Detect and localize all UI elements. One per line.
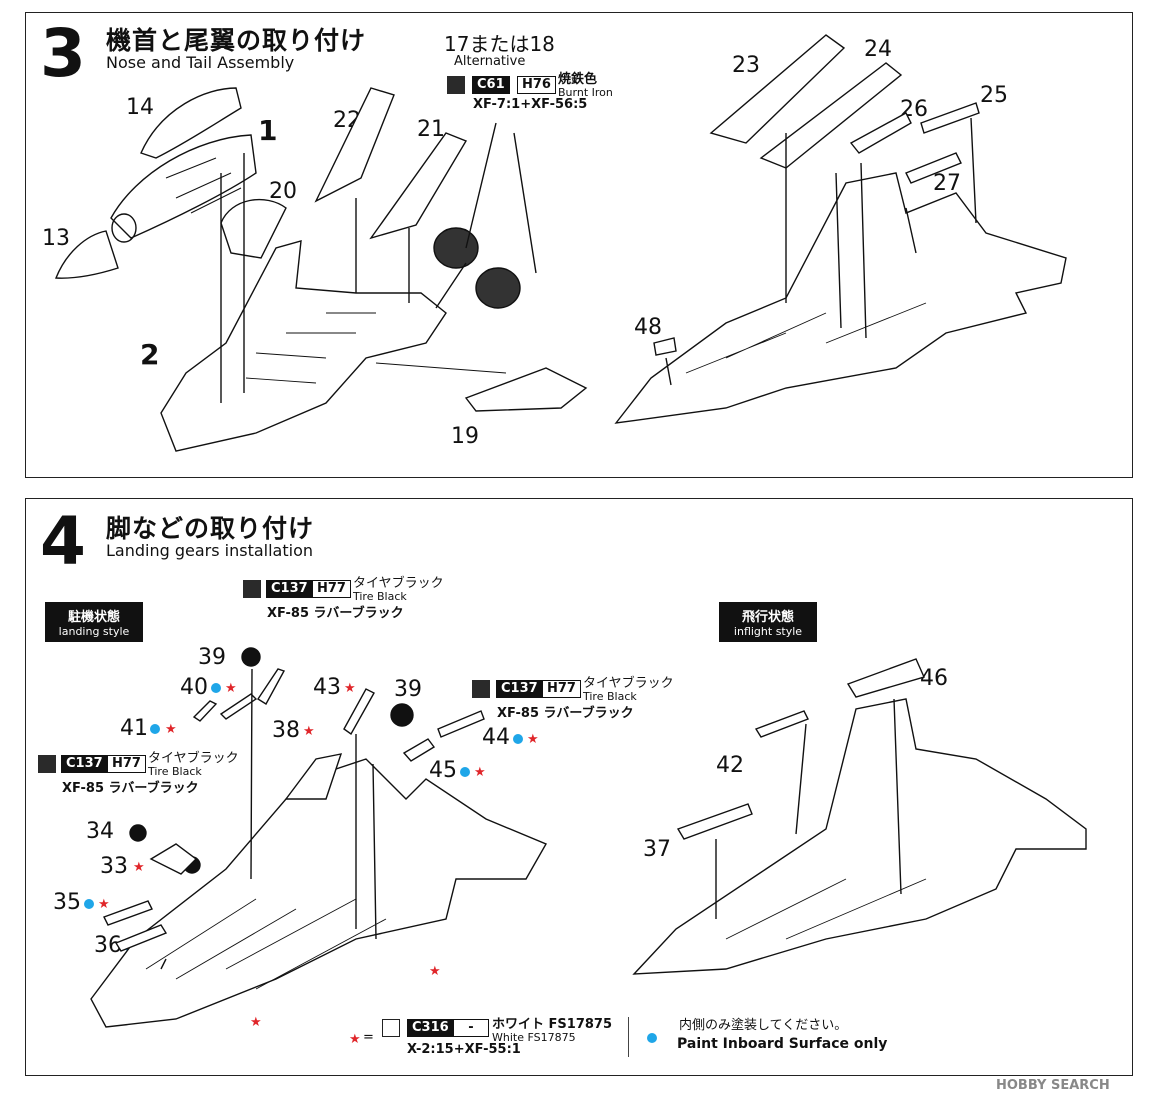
white-swatch — [382, 1019, 400, 1037]
white-star: ★ — [344, 681, 356, 696]
part-1: 1 — [258, 114, 278, 147]
part-45: 45 — [429, 758, 457, 783]
part-2: 2 — [140, 338, 160, 371]
part-34: 34 — [86, 819, 114, 844]
part-19: 19 — [451, 424, 479, 449]
landing-style-label: 駐機状態 landing style — [45, 602, 143, 642]
part-44: 44 — [482, 725, 510, 750]
paint-name-jp: 焼鉄色 — [558, 72, 598, 87]
part-21: 21 — [417, 117, 445, 142]
tire-c-code: C137 — [266, 580, 313, 598]
legend-star: ★ — [349, 1032, 361, 1047]
tire-name-en: Tire Black — [583, 690, 637, 703]
tire-swatch — [472, 680, 490, 698]
part-40: 40 — [180, 675, 208, 700]
part-25: 25 — [980, 83, 1008, 108]
inboard-dot — [84, 899, 94, 909]
alt-label: Alternative — [454, 54, 526, 69]
part-24: 24 — [864, 37, 892, 62]
part-38: 38 — [272, 718, 300, 743]
white-star: ★ — [429, 964, 441, 979]
white-star: ★ — [225, 681, 237, 696]
white-star: ★ — [250, 1015, 262, 1030]
white-star: ★ — [98, 897, 110, 912]
part-41: 41 — [120, 716, 148, 741]
paint-mix: XF-7:1+XF-56:5 — [473, 97, 588, 112]
inboard-note-jp: 内側のみ塗装してください。 — [679, 1018, 848, 1033]
inboard-dot — [211, 683, 221, 693]
white-mix: X-2:15+XF-55:1 — [407, 1042, 521, 1057]
part-48: 48 — [634, 315, 662, 340]
step3-panel: 3 機首と尾翼の取り付け Nose and Tail Assembly 17また… — [25, 12, 1133, 478]
inboard-dot — [460, 767, 470, 777]
part-35: 35 — [53, 890, 81, 915]
part-13: 13 — [42, 226, 70, 251]
inflight-style-label: 飛行状態 inflight style — [719, 602, 817, 642]
part-14: 14 — [126, 95, 154, 120]
tire-mix: XF-85 ラバーブラック — [267, 606, 404, 621]
watermark: HOBBY SEARCH — [996, 1078, 1110, 1093]
tire-name-jp: タイヤブラック — [148, 751, 239, 766]
paint-h-code: H76 — [517, 76, 556, 94]
tire-name-en: Tire Black — [353, 590, 407, 603]
step-number: 4 — [40, 503, 86, 580]
tire-mix: XF-85 ラバーブラック — [62, 781, 199, 796]
alt-part-number: 17または18 — [444, 32, 555, 56]
legend-dot — [647, 1033, 657, 1043]
tire-c-code: C137 — [496, 680, 543, 698]
step4-panel: 4 脚などの取り付け Landing gears installation 駐機… — [25, 498, 1133, 1076]
tire-h-code: H77 — [107, 755, 146, 773]
step-number: 3 — [40, 15, 86, 92]
step-title-jp: 脚などの取り付け — [106, 514, 315, 543]
inboard-note-en: Paint Inboard Surface only — [677, 1036, 888, 1052]
white-c-code: C316 — [407, 1019, 454, 1037]
legend-equals: = — [363, 1030, 374, 1045]
part-46: 46 — [920, 666, 948, 691]
inboard-dot — [150, 724, 160, 734]
tire-name-en: Tire Black — [148, 765, 202, 778]
step-title-jp: 機首と尾翼の取り付け — [106, 26, 367, 55]
white-name-jp: ホワイト FS17875 — [492, 1017, 612, 1032]
part-33: 33 — [100, 854, 128, 879]
exploded-aircraft-drawing — [54, 34, 1067, 452]
part-20: 20 — [269, 179, 297, 204]
step-title-en: Landing gears installation — [106, 541, 313, 560]
part-23: 23 — [732, 53, 760, 78]
white-star: ★ — [303, 724, 315, 739]
landing-gear-drawing — [90, 647, 1087, 1028]
paint-swatch — [447, 76, 465, 94]
part-43: 43 — [313, 675, 341, 700]
step-title-en: Nose and Tail Assembly — [106, 53, 295, 72]
part-39: 39 — [198, 645, 226, 670]
tire-c-code: C137 — [61, 755, 108, 773]
white-star: ★ — [133, 860, 145, 875]
white-h-code: - — [453, 1019, 489, 1037]
inboard-dot — [513, 734, 523, 744]
white-star: ★ — [474, 765, 486, 780]
white-name-en: White FS17875 — [492, 1031, 576, 1044]
tire-name-jp: タイヤブラック — [353, 576, 444, 591]
tire-swatch — [243, 580, 261, 598]
part-42: 42 — [716, 753, 744, 778]
tire-swatch — [38, 755, 56, 773]
tire-h-code: H77 — [542, 680, 581, 698]
legend-divider — [628, 1017, 629, 1057]
part-27: 27 — [933, 171, 961, 196]
paint-name-en: Burnt Iron — [558, 86, 613, 99]
part-39b: 39 — [394, 677, 422, 702]
part-36: 36 — [94, 933, 122, 958]
white-star: ★ — [165, 722, 177, 737]
part-37: 37 — [643, 837, 671, 862]
paint-c-code: C61 — [472, 76, 510, 94]
tire-name-jp: タイヤブラック — [583, 676, 674, 691]
white-star: ★ — [527, 732, 539, 747]
tire-mix: XF-85 ラバーブラック — [497, 706, 634, 721]
tire-h-code: H77 — [312, 580, 351, 598]
